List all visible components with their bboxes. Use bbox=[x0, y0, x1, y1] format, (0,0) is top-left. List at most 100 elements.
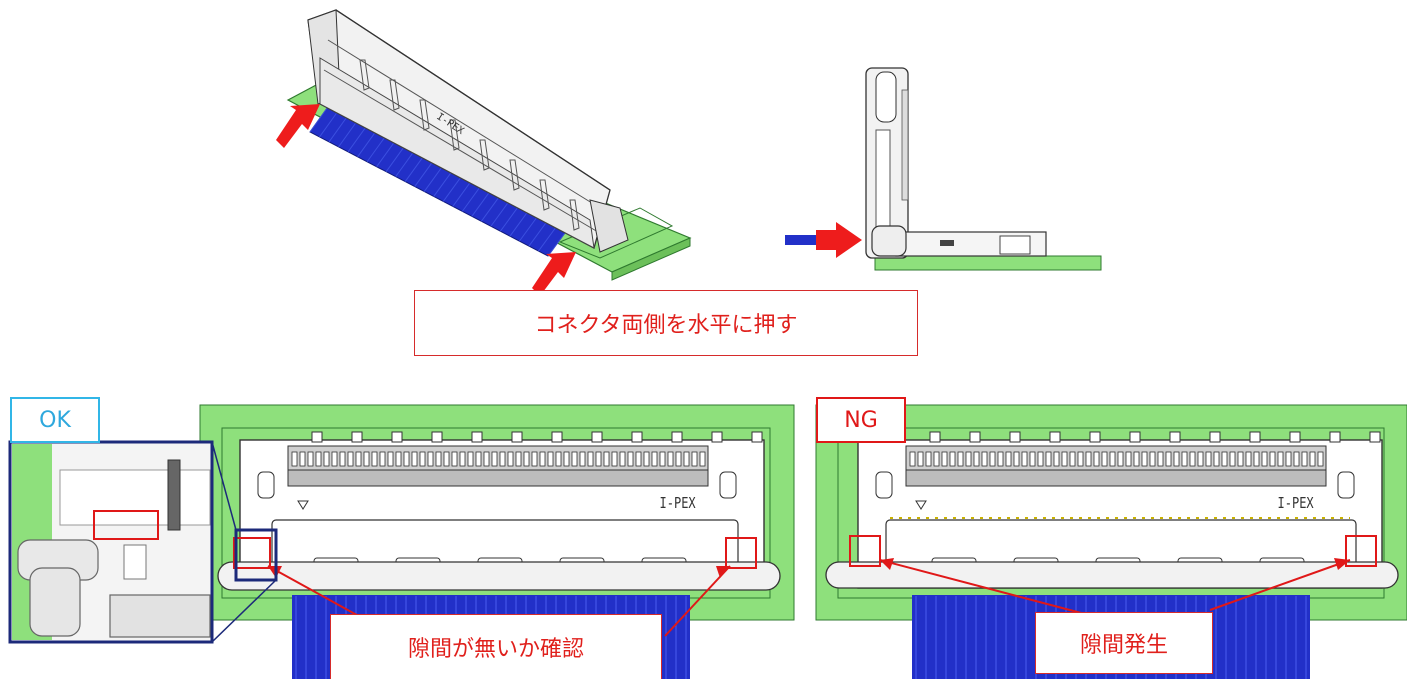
contact-pin bbox=[403, 451, 410, 467]
contact-pin bbox=[451, 451, 458, 467]
housing-tab bbox=[1329, 431, 1341, 443]
housing-tab bbox=[471, 431, 483, 443]
contact-pin bbox=[427, 451, 434, 467]
contact-pin bbox=[1101, 451, 1108, 467]
housing-tab bbox=[929, 431, 941, 443]
contact-pin bbox=[363, 451, 370, 467]
contact-pin bbox=[1093, 451, 1100, 467]
contact-pin bbox=[619, 451, 626, 467]
contact-pin bbox=[1053, 451, 1060, 467]
contact-pin bbox=[579, 451, 586, 467]
contact-pin bbox=[571, 451, 578, 467]
iso-slot bbox=[419, 99, 430, 131]
iso-slot bbox=[389, 79, 400, 111]
contact-pin bbox=[483, 451, 490, 467]
contact-pin bbox=[587, 451, 594, 467]
housing-tab bbox=[1209, 431, 1221, 443]
contact-pin bbox=[355, 451, 362, 467]
ok-tag: OK bbox=[10, 397, 100, 443]
contact-pin bbox=[395, 451, 402, 467]
contact-pin bbox=[331, 451, 338, 467]
contact-pin bbox=[539, 451, 546, 467]
iso-slot bbox=[569, 199, 580, 231]
contact-pin bbox=[347, 451, 354, 467]
housing-tab bbox=[1289, 431, 1301, 443]
contact-pin bbox=[1245, 451, 1252, 467]
contact-pin bbox=[651, 451, 658, 467]
housing-tab bbox=[671, 431, 683, 443]
contact-pin bbox=[965, 451, 972, 467]
contact-pin bbox=[1221, 451, 1228, 467]
contact-pin bbox=[307, 451, 314, 467]
contact-pin bbox=[643, 451, 650, 467]
contact-pin bbox=[595, 451, 602, 467]
contact-pin bbox=[379, 451, 386, 467]
housing-tab bbox=[1129, 431, 1141, 443]
contact-pin bbox=[1109, 451, 1116, 467]
contact-pin bbox=[443, 451, 450, 467]
instruction-callout: コネクタ両側を水平に押す bbox=[414, 290, 918, 356]
housing-tab bbox=[351, 431, 363, 443]
contact-pin bbox=[1077, 451, 1084, 467]
contact-pin bbox=[957, 451, 964, 467]
contact-pin bbox=[925, 451, 932, 467]
contact-pin bbox=[627, 451, 634, 467]
contact-pin bbox=[291, 451, 298, 467]
fpc-stripe bbox=[328, 113, 350, 143]
contact-pin bbox=[491, 451, 498, 467]
housing-tab bbox=[1049, 431, 1061, 443]
contact-pin bbox=[1237, 451, 1244, 467]
contact-pin bbox=[635, 451, 642, 467]
contact-pin bbox=[323, 451, 330, 467]
contact-pin bbox=[507, 451, 514, 467]
contact-pin bbox=[659, 451, 666, 467]
contact-pin bbox=[459, 451, 466, 467]
contact-pin bbox=[1205, 451, 1212, 467]
contact-pin bbox=[1061, 451, 1068, 467]
iso-slot bbox=[479, 139, 490, 171]
contact-pin bbox=[1125, 451, 1132, 467]
contact-pin bbox=[1189, 451, 1196, 467]
ok-brand-silkscreen: I-PEX bbox=[659, 494, 696, 512]
contact-pin bbox=[1157, 451, 1164, 467]
contact-pin bbox=[941, 451, 948, 467]
contact-pin bbox=[611, 451, 618, 467]
contact-pin bbox=[949, 451, 956, 467]
contact-pin bbox=[909, 451, 916, 467]
contact-pin bbox=[387, 451, 394, 467]
contact-pin bbox=[1085, 451, 1092, 467]
iso-slot bbox=[449, 119, 460, 151]
housing-tab bbox=[1009, 431, 1021, 443]
contact-pin bbox=[411, 451, 418, 467]
contact-pin bbox=[917, 451, 924, 467]
contact-pin bbox=[1037, 451, 1044, 467]
contact-pin bbox=[563, 451, 570, 467]
contact-pin bbox=[603, 451, 610, 467]
iso-slot bbox=[359, 59, 370, 91]
contact-pin bbox=[515, 451, 522, 467]
contact-pin bbox=[339, 451, 346, 467]
contact-pin bbox=[997, 451, 1004, 467]
housing-tab bbox=[711, 431, 723, 443]
contact-pin bbox=[989, 451, 996, 467]
housing-tab bbox=[551, 431, 563, 443]
contact-pin bbox=[1165, 451, 1172, 467]
housing-tab bbox=[1089, 431, 1101, 443]
contact-pin bbox=[435, 451, 442, 467]
contact-pin bbox=[1213, 451, 1220, 467]
contact-pin bbox=[547, 451, 554, 467]
housing-tab bbox=[751, 431, 763, 443]
contact-pin bbox=[1045, 451, 1052, 467]
contact-pin bbox=[1309, 451, 1316, 467]
contact-pin bbox=[523, 451, 530, 467]
iso-slot bbox=[539, 179, 550, 211]
contact-pin bbox=[299, 451, 306, 467]
contact-pin bbox=[691, 451, 698, 467]
contact-pin bbox=[1261, 451, 1268, 467]
housing-tab bbox=[431, 431, 443, 443]
contact-pin bbox=[973, 451, 980, 467]
